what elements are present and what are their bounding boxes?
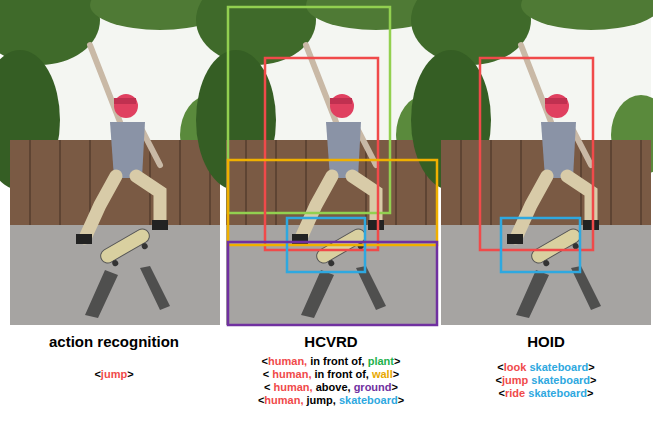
label-part: in front of,	[307, 355, 367, 367]
label-part	[526, 361, 529, 373]
label-part: >	[587, 387, 593, 399]
label-part: skateboard	[528, 387, 587, 399]
label-part: <	[258, 394, 264, 406]
label-part: in front of,	[311, 368, 371, 380]
label-part: jump	[101, 368, 127, 380]
label-part: <	[262, 355, 268, 367]
panel-heading: HCVRD	[304, 333, 357, 350]
label-part: human,	[264, 394, 303, 406]
label-part: <	[499, 387, 505, 399]
triplet-label: <ride skateboard>	[499, 387, 594, 400]
label-part: <	[264, 381, 273, 393]
panel-heading: HOID	[527, 333, 565, 350]
label-part: look	[504, 361, 527, 373]
triplet-label: <human, jump, skateboard>	[258, 394, 404, 407]
label-part: >	[588, 361, 594, 373]
label-part: >	[398, 394, 404, 406]
triplet-label: <look skateboard>	[497, 361, 594, 374]
label-part: ride	[505, 387, 525, 399]
label-part	[525, 387, 528, 399]
label-part	[528, 374, 531, 386]
label-part: human,	[274, 381, 313, 393]
label-part: plant	[368, 355, 394, 367]
triplet-label: < human, in front of, wall>	[263, 368, 399, 381]
label-part: <	[263, 368, 272, 380]
label-part: human,	[268, 355, 307, 367]
label-part: <	[94, 368, 100, 380]
label-part: <	[496, 374, 502, 386]
triplet-label: <jump skateboard>	[496, 374, 597, 387]
label-part: skateboard	[529, 361, 588, 373]
label-part: >	[392, 381, 398, 393]
label-part: skateboard	[531, 374, 590, 386]
triplet-label: <human, in front of, plant>	[262, 355, 401, 368]
label-part: ground	[354, 381, 392, 393]
label-part: skateboard	[339, 394, 398, 406]
label-part: >	[393, 368, 399, 380]
label-part: human,	[272, 368, 311, 380]
label-part: jump,	[303, 394, 338, 406]
triplet-label: < human, above, ground>	[264, 381, 398, 394]
triplet-label: <jump>	[94, 368, 133, 381]
label-part: jump	[502, 374, 528, 386]
label-part: wall	[372, 368, 393, 380]
label-part: >	[590, 374, 596, 386]
panel-heading: action recognition	[49, 333, 179, 350]
label-part: >	[394, 355, 400, 367]
label-part: >	[127, 368, 133, 380]
label-part: <	[497, 361, 503, 373]
label-part: above,	[313, 381, 354, 393]
